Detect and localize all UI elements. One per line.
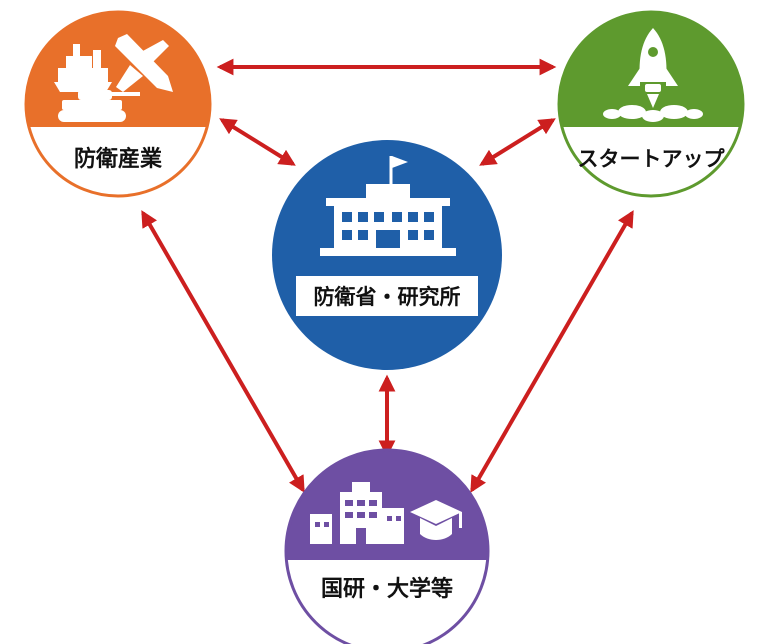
arrow-defense-academia [141,210,305,493]
node-academia: 国研・大学等 [284,448,490,644]
connector-arrows [141,58,634,493]
military-vehicles-icon [54,34,173,122]
node-mod-research: 防衛省・研究所 [272,140,502,370]
arrow-startup-academia [470,210,634,493]
government-building-icon [320,156,456,256]
node-startups: スタートアップ [557,10,745,198]
arrow-defense-ministry [219,118,296,166]
node-academia-label: 国研・大学等 [321,576,453,602]
node-defense-industry-label: 防衛産業 [74,146,163,172]
arrow-startup-ministry [479,118,556,166]
node-defense-industry: 防衛産業 [24,10,212,198]
node-startups-label: スタートアップ [578,147,726,171]
node-mod-research-label-box [296,276,478,316]
node-mod-research-label: 防衛省・研究所 [314,285,461,309]
